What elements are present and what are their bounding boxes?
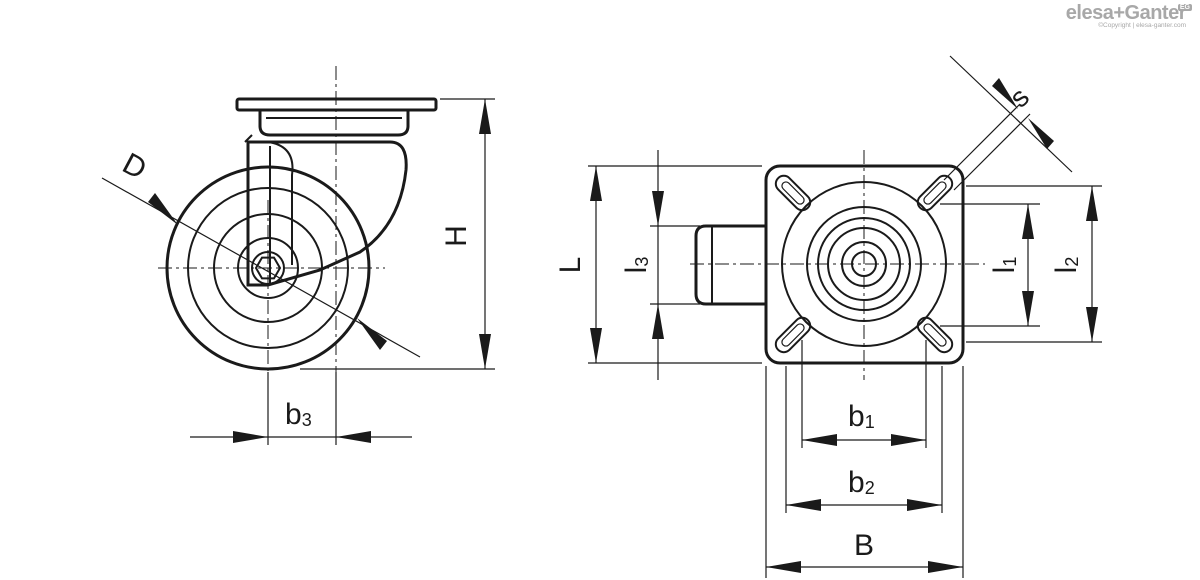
label-h: H bbox=[440, 225, 473, 247]
slot-top-left bbox=[774, 174, 812, 212]
axle-nut bbox=[254, 256, 282, 280]
dim-l2-arrow-bottom bbox=[1086, 307, 1098, 342]
brand-copyright: ©Copyright | elesa-ganter.com bbox=[1098, 22, 1186, 29]
dim-s-arrow-2 bbox=[1028, 118, 1054, 149]
dim-l-arrow-top bbox=[590, 166, 602, 201]
label-l3: l3 bbox=[620, 257, 653, 274]
dim-s-arrow-1 bbox=[992, 78, 1018, 109]
dim-l2-arrow-top bbox=[1086, 186, 1098, 221]
dim-h-arrow-bottom bbox=[479, 334, 491, 369]
dim-d-arrow-1 bbox=[148, 193, 178, 225]
side-view: D H b3 bbox=[101, 66, 495, 445]
dim-s-line bbox=[949, 55, 1073, 173]
label-l2: l2 bbox=[1050, 257, 1083, 274]
slot-bottom-right bbox=[916, 316, 954, 354]
dim-b1-arrow-left bbox=[802, 434, 837, 446]
brand-logo: elesa+Ganter EG ©Copyright | elesa-gante… bbox=[1065, 2, 1192, 29]
dim-h-arrow-top bbox=[479, 99, 491, 134]
label-b3: b3 bbox=[285, 398, 312, 431]
dim-l3-arrow-top bbox=[652, 191, 664, 226]
dim-l3-arrow-bottom bbox=[652, 304, 664, 339]
label-d: D bbox=[117, 147, 152, 186]
dim-l-arrow-bottom bbox=[590, 328, 602, 363]
slot-top-right bbox=[916, 174, 954, 212]
label-bb: B bbox=[854, 529, 874, 562]
dim-l1-arrow-top bbox=[1022, 204, 1034, 239]
dim-b3-arrow-left bbox=[233, 431, 268, 443]
dim-b1-arrow-right bbox=[891, 434, 926, 446]
brand-badge: EG bbox=[1177, 4, 1192, 11]
bearing-housing bbox=[258, 110, 410, 137]
slot-bottom-left bbox=[774, 316, 812, 354]
stem bbox=[694, 224, 766, 306]
dim-b2-arrow-right bbox=[907, 499, 942, 511]
fork-chamfer bbox=[244, 134, 253, 143]
label-b2: b2 bbox=[848, 466, 875, 499]
label-l: L bbox=[554, 257, 587, 274]
label-s: s bbox=[1003, 81, 1035, 113]
label-l1: l1 bbox=[988, 257, 1021, 274]
dim-b3-arrow-right bbox=[336, 431, 371, 443]
dim-d-arrow-2 bbox=[357, 318, 387, 350]
dim-s-ext-1 bbox=[943, 103, 1021, 181]
fork bbox=[246, 140, 408, 287]
dim-bb-arrow-left bbox=[766, 561, 801, 573]
fork-curve bbox=[267, 141, 294, 265]
dim-s-ext-2 bbox=[953, 113, 1031, 191]
top-view: L l3 l1 l2 b1 b2 bbox=[554, 55, 1102, 578]
label-b1: b1 bbox=[848, 400, 875, 433]
brand-name: elesa+Ganter bbox=[1065, 2, 1187, 24]
dim-l1-arrow-bottom bbox=[1022, 291, 1034, 326]
dim-bb-arrow-right bbox=[928, 561, 963, 573]
dim-b2-arrow-left bbox=[786, 499, 821, 511]
